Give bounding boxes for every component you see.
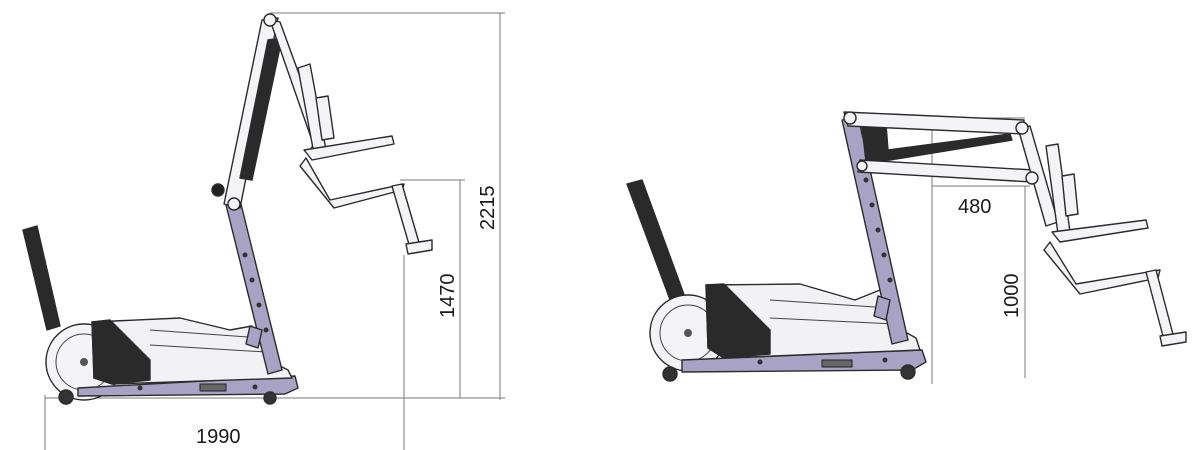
- right-seat: [1043, 143, 1187, 347]
- left-body-dark-panel: [91, 319, 151, 385]
- left-total-height-label: 2215: [477, 186, 499, 231]
- right-view-lowered: [626, 111, 1187, 384]
- right-boom-lower: [857, 159, 1035, 183]
- left-control-knob: [211, 183, 225, 197]
- left-width-label: 1990: [196, 426, 241, 448]
- right-battery-connector: [821, 359, 853, 368]
- right-reach-label: 480: [958, 196, 991, 218]
- left-push-handle: [22, 225, 61, 331]
- right-dimension-lines: [931, 117, 1030, 384]
- right-body-dark-panel: [705, 283, 771, 359]
- left-seat: [297, 63, 433, 255]
- left-seat-height-label: 1470: [437, 274, 459, 319]
- right-seat-height-label: 1000: [1001, 274, 1023, 319]
- right-push-handle: [626, 179, 687, 306]
- left-view-raised: [22, 12, 505, 450]
- left-battery-connector: [199, 383, 227, 392]
